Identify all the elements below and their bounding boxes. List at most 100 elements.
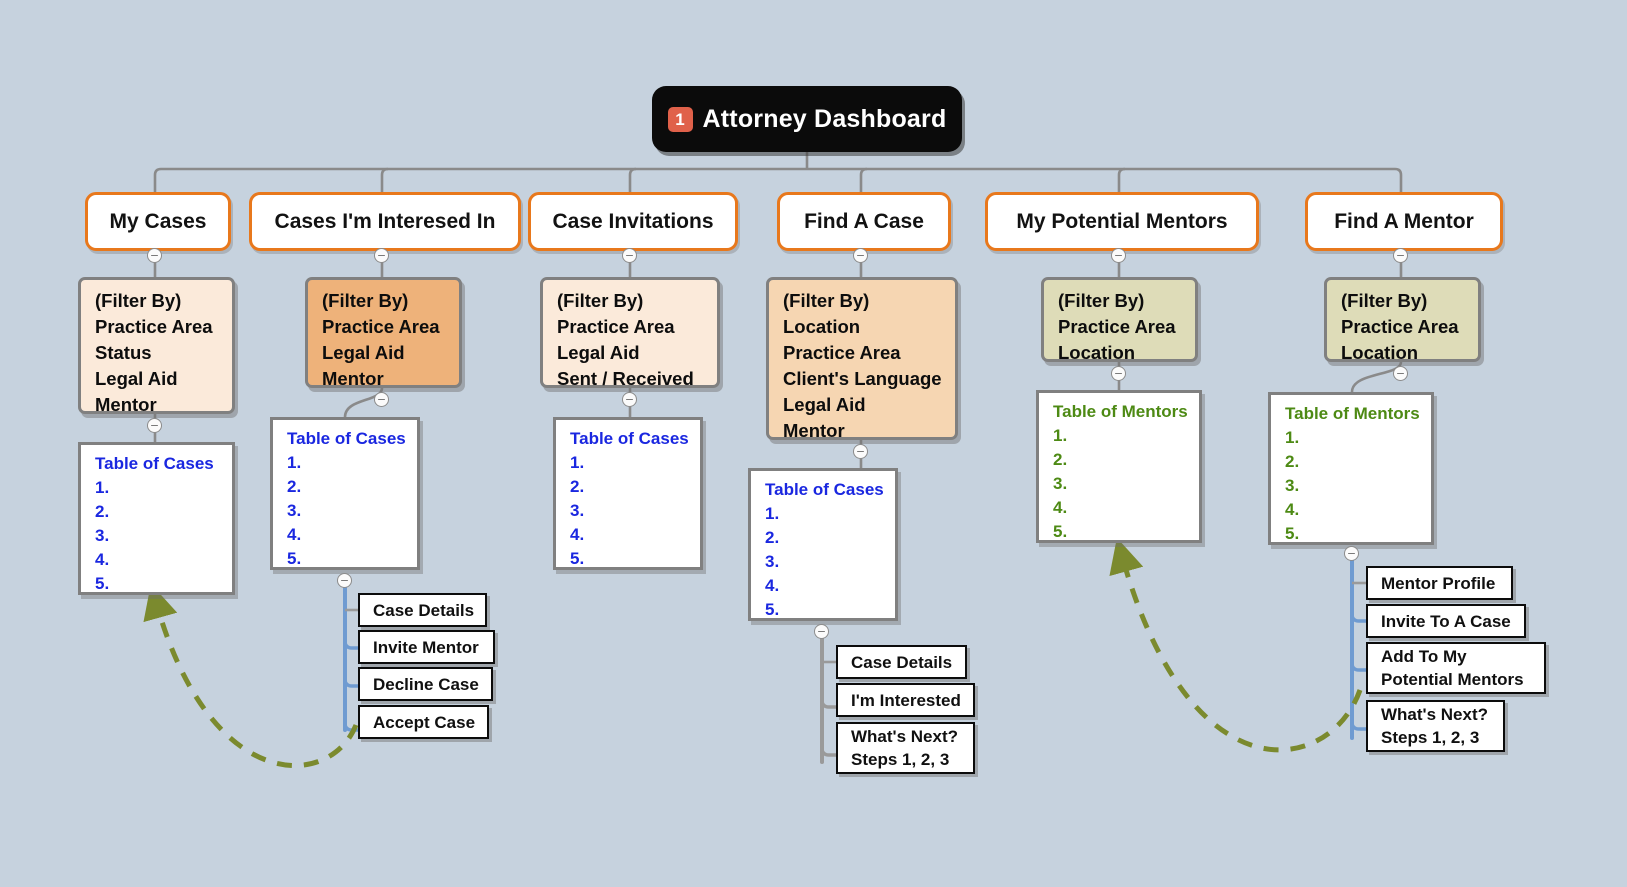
filter-item: Mentor [322,368,384,389]
action-label: Case Details [851,652,953,672]
filter-node-cases-interested[interactable]: (Filter By) Practice Area Legal Aid Ment… [305,277,462,389]
table-row: 1. [1053,426,1068,445]
collapse-toggle-table-find-a-case[interactable] [814,624,829,639]
action-node-whats-next-mentor[interactable]: What's Next? Steps 1, 2, 3 [1366,700,1505,752]
table-row: 5. [765,600,780,619]
collapse-toggle-my-potential-mentors[interactable] [1111,248,1126,263]
filter-item: Practice Area [557,316,675,337]
filter-item: Practice Area [783,342,901,363]
action-node-mentor-profile[interactable]: Mentor Profile [1366,566,1513,600]
collapse-toggle-cases-interested[interactable] [374,248,389,263]
table-node-my-cases[interactable]: Table of Cases 1. 2. 3. 4. 5. [78,442,235,595]
filter-node-find-a-case[interactable]: (Filter By) Location Practice Area Clien… [766,277,958,441]
table-node-find-a-mentor[interactable]: Table of Mentors 1. 2. 3. 4. 5. [1268,392,1434,545]
category-label: Find A Case [804,209,924,233]
collapse-toggle-filter-case-invitations[interactable] [622,392,637,407]
category-node-my-potential-mentors[interactable]: My Potential Mentors [985,192,1259,251]
table-row: 3. [287,501,302,520]
filter-item: Legal Aid [322,342,405,363]
collapse-toggle-table-cases-interested[interactable] [337,573,352,588]
table-row: 5. [570,549,585,568]
category-node-find-a-mentor[interactable]: Find A Mentor [1305,192,1503,251]
table-title: Table of Cases [765,480,884,499]
filter-node-find-a-mentor[interactable]: (Filter By) Practice Area Location [1324,277,1481,363]
filter-node-case-invitations[interactable]: (Filter By) Practice Area Legal Aid Sent… [540,277,720,389]
filter-item: Practice Area [322,316,440,337]
action-node-case-details[interactable]: Case Details [358,593,487,627]
table-row: 1. [95,478,110,497]
table-row: 3. [1053,474,1068,493]
table-row: 3. [1285,476,1300,495]
table-row: 1. [570,453,585,472]
category-node-find-a-case[interactable]: Find A Case [777,192,951,251]
action-node-whats-next-case[interactable]: What's Next? Steps 1, 2, 3 [836,722,975,774]
filter-item: Location [1341,342,1419,363]
table-row: 2. [1285,452,1300,471]
table-row: 4. [1285,500,1300,519]
category-label: My Potential Mentors [1016,209,1228,233]
collapse-toggle-find-a-case[interactable] [853,248,868,263]
filter-item: Practice Area [95,316,213,337]
table-row: 4. [1053,498,1068,517]
category-node-cases-interested[interactable]: Cases I'm Interesed In [249,192,521,251]
table-row: 5. [287,549,302,568]
category-label: Find A Mentor [1334,209,1474,233]
filter-node-my-potential-mentors[interactable]: (Filter By) Practice Area Location [1041,277,1198,363]
action-label: I'm Interested [851,690,961,710]
root-title: Attorney Dashboard [702,104,947,133]
collapse-toggle-filter-my-cases[interactable] [147,418,162,433]
action-node-decline-case[interactable]: Decline Case [358,667,493,701]
collapse-toggle-table-find-a-mentor[interactable] [1344,546,1359,561]
category-node-case-invitations[interactable]: Case Invitations [528,192,738,251]
filter-item: Practice Area [1341,316,1459,337]
table-row: 1. [287,453,302,472]
filter-item: Mentor [783,420,845,441]
action-label: Decline Case [373,674,479,694]
table-row: 4. [287,525,302,544]
table-node-case-invitations[interactable]: Table of Cases 1. 2. 3. 4. 5. [553,417,703,570]
collapse-toggle-find-a-mentor[interactable] [1393,248,1408,263]
root-node-attorney-dashboard[interactable]: 1 Attorney Dashboard [652,86,962,152]
action-node-add-to-my-potential-mentors[interactable]: Add To My Potential Mentors [1366,642,1546,694]
table-row: 2. [765,528,780,547]
collapse-toggle-case-invitations[interactable] [622,248,637,263]
table-row: 4. [570,525,585,544]
table-title: Table of Cases [287,429,406,448]
filter-item: Status [95,342,152,363]
action-label: Mentor Profile [1381,573,1496,593]
filter-node-my-cases[interactable]: (Filter By) Practice Area Status Legal A… [78,277,235,415]
filter-heading: (Filter By) [783,290,870,311]
category-label: Cases I'm Interesed In [274,209,496,233]
action-node-case-details-find[interactable]: Case Details [836,645,967,679]
table-row: 1. [765,504,780,523]
table-row: 3. [95,526,110,545]
action-label: What's Next? Steps 1, 2, 3 [851,727,958,769]
table-row: 5. [1285,524,1300,543]
filter-heading: (Filter By) [557,290,644,311]
action-node-im-interested[interactable]: I'm Interested [836,683,975,717]
filter-item: Mentor [95,394,157,415]
filter-item: Sent / Received [557,368,694,389]
collapse-toggle-filter-my-potential-mentors[interactable] [1111,366,1126,381]
filter-item: Legal Aid [95,368,178,389]
filter-item: Legal Aid [557,342,640,363]
table-node-my-potential-mentors[interactable]: Table of Mentors 1. 2. 3. 4. 5. [1036,390,1202,543]
action-node-invite-to-a-case[interactable]: Invite To A Case [1366,604,1526,638]
table-row: 3. [570,501,585,520]
table-node-cases-interested[interactable]: Table of Cases 1. 2. 3. 4. 5. [270,417,420,570]
action-node-invite-mentor[interactable]: Invite Mentor [358,630,495,664]
table-row: 5. [95,574,110,593]
collapse-toggle-my-cases[interactable] [147,248,162,263]
table-row: 4. [95,550,110,569]
collapse-toggle-filter-find-a-case[interactable] [853,444,868,459]
collapse-toggle-filter-find-a-mentor[interactable] [1393,366,1408,381]
filter-item: Location [783,316,861,337]
table-node-find-a-case[interactable]: Table of Cases 1. 2. 3. 4. 5. [748,468,898,621]
action-label: Invite To A Case [1381,611,1511,631]
table-row: 2. [570,477,585,496]
action-node-accept-case[interactable]: Accept Case [358,705,489,739]
collapse-toggle-filter-cases-interested[interactable] [374,392,389,407]
category-node-my-cases[interactable]: My Cases [85,192,231,251]
filter-item: Client's Language [783,368,942,389]
